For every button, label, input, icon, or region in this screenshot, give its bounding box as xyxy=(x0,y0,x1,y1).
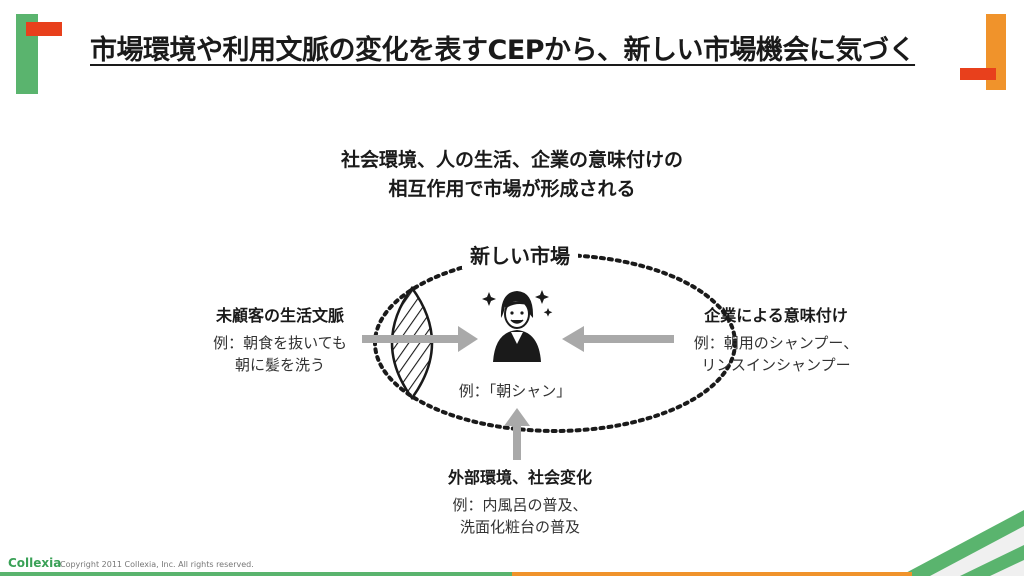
subtitle-line-1: 社会環境、人の生活、企業の意味付けの xyxy=(340,149,683,171)
right-arrow-icon xyxy=(362,326,478,352)
person-sparkle-icon xyxy=(482,290,553,362)
left-arrow-icon xyxy=(562,326,674,352)
left-block-line-1: 例：朝食を抜いても xyxy=(213,334,347,352)
slide-title: 市場環境や利用文脈の変化を表すCEPから、新しい市場機会に気づく xyxy=(90,35,916,66)
left-block-title: 未顧客の生活文脈 xyxy=(215,306,344,325)
right-block-title: 企業による意味付け xyxy=(704,306,848,325)
slide-subtitle: 社会環境、人の生活、企業の意味付けの 相互作用で市場が形成される xyxy=(0,146,1024,204)
copyright-text: Copyright 2011 Collexia, Inc. All rights… xyxy=(60,560,254,569)
right-block-line-1: 例：朝用のシャンプー、 xyxy=(693,334,859,352)
center-example: 例：「朝シャン」 xyxy=(458,382,572,400)
right-block: 企業による意味付け 例：朝用のシャンプー、 リンスインシャンプー xyxy=(676,302,876,376)
bottom-block-line-2: 洗面化粧台の普及 xyxy=(459,518,580,536)
new-market-label: 新しい市場 xyxy=(462,240,578,269)
corner-decoration-top-right xyxy=(960,14,1006,90)
bottom-block: 外部環境、社会変化 例：内風呂の普及、 洗面化粧台の普及 xyxy=(420,464,620,538)
right-block-line-2: リンスインシャンプー xyxy=(701,356,851,374)
bottom-block-title: 外部環境、社会変化 xyxy=(447,468,592,487)
footer-line-orange xyxy=(512,572,912,576)
bottom-right-decoration xyxy=(900,510,1024,576)
subtitle-line-2: 相互作用で市場が形成される xyxy=(388,178,636,200)
bottom-block-line-1: 例：内風呂の普及、 xyxy=(452,496,588,514)
footer-line-green xyxy=(0,572,512,576)
left-block: 未顧客の生活文脈 例：朝食を抜いても 朝に髪を洗う xyxy=(200,302,360,376)
left-block-line-2: 朝に髪を洗う xyxy=(234,356,325,374)
company-logo: Collexia xyxy=(8,556,62,570)
corner-decoration-top-left xyxy=(16,14,62,94)
up-arrow-icon xyxy=(504,408,530,460)
